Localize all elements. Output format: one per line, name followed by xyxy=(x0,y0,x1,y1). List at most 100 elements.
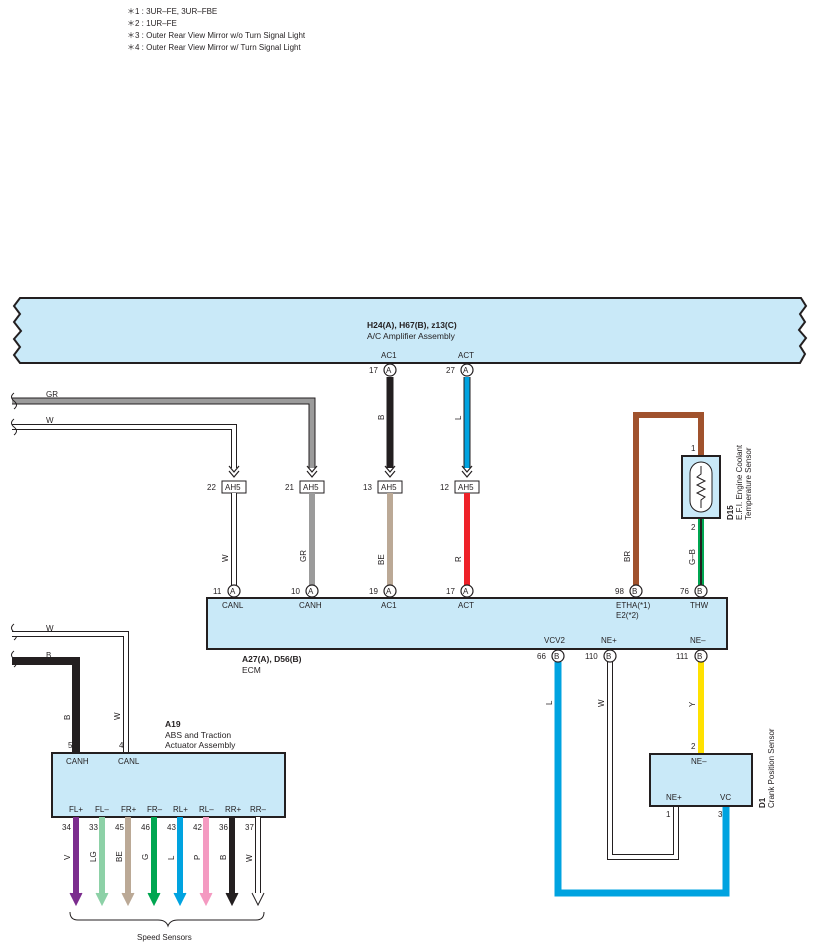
svg-text:A: A xyxy=(308,587,314,596)
ecm-label-ne-minus: NE– xyxy=(690,636,706,645)
wire-label-vcv2-l: L xyxy=(545,700,554,705)
ecm-label-ac1: AC1 xyxy=(381,601,397,610)
ah5-label: AH5 xyxy=(458,483,474,492)
ah5-pin-num: 13 xyxy=(363,483,372,492)
crank-sensor-box xyxy=(649,753,753,807)
wire-label-canl-w: W xyxy=(221,554,230,562)
note-4: ＊4 : Outer Rear View Mirror w/ Turn Sign… xyxy=(127,43,301,52)
svg-text:A: A xyxy=(386,587,392,596)
chevron-icon xyxy=(228,465,240,478)
svg-text:B: B xyxy=(697,652,702,661)
speed-sensors-caption: Speed Sensors xyxy=(137,933,192,942)
ah5-pin-num: 21 xyxy=(285,483,294,492)
ecm-label-ne-plus: NE+ xyxy=(601,636,617,645)
ah5-label: AH5 xyxy=(303,483,319,492)
svg-text:A: A xyxy=(230,587,236,596)
svg-text:76: 76 xyxy=(680,587,689,596)
svg-text:B: B xyxy=(554,652,559,661)
crank-sensor-name: Crank Position Sensor xyxy=(767,728,776,808)
ecm-label-etha: ETHA(*1) xyxy=(616,601,651,610)
wire-l-vcv2 xyxy=(554,662,730,897)
svg-text:A: A xyxy=(386,366,392,375)
abs-pin-num: 43 xyxy=(167,823,176,832)
wire-br-etha xyxy=(633,412,704,585)
wire-label-ne-plus-w: W xyxy=(597,699,606,707)
abs-pin-num: 5 xyxy=(68,741,73,750)
wire-b-rr-plus xyxy=(225,817,239,907)
svg-text:110: 110 xyxy=(585,652,598,661)
ac-amp-code: H24(A), H67(B), z13(C) xyxy=(367,320,457,330)
chevron-icon xyxy=(306,465,318,478)
abs-pin-num: 4 xyxy=(119,741,124,750)
wire-label-canh-b: B xyxy=(63,715,72,720)
ac-amp-name: A/C Amplifier Assembly xyxy=(367,331,456,341)
svg-text:27: 27 xyxy=(446,366,455,375)
svg-text:17: 17 xyxy=(446,587,455,596)
wire-label-act-l: L xyxy=(454,415,463,420)
svg-text:B: B xyxy=(697,587,702,596)
ecm-pin-ne-minus: B 111 xyxy=(676,649,708,663)
ecm-name: ECM xyxy=(242,665,261,675)
abs-actuator-box xyxy=(51,752,286,818)
wire-label-etha-br: BR xyxy=(623,551,632,562)
wire-label-p: P xyxy=(193,855,202,860)
ecm-pin-ne-plus: B 110 xyxy=(585,649,617,663)
note-3: ＊3 : Outer Rear View Mirror w/o Turn Sig… xyxy=(127,31,306,40)
wire-label-thw-gb: G–B xyxy=(688,549,697,565)
wire-w-canl xyxy=(12,424,237,468)
abs-label-rr-minus: RR– xyxy=(250,805,267,814)
ah5-pin-num: 22 xyxy=(207,483,216,492)
wire-label-gr: GR xyxy=(46,390,58,399)
wire-label-abs-b: B xyxy=(46,651,51,660)
svg-text:17: 17 xyxy=(369,366,378,375)
wire-l-rl-plus xyxy=(173,817,187,907)
ac-amp-pin-ac1: A 17 xyxy=(369,363,397,377)
wire-label-b: B xyxy=(219,855,228,860)
crank-label-ne-minus: NE– xyxy=(691,757,707,766)
note-2: ＊2 : 1UR–FE xyxy=(127,19,177,28)
wire-label-g: G xyxy=(141,854,150,860)
ecm-pin-vcv2: B 66 xyxy=(537,649,565,663)
ecm-pin-ac1: A 19 xyxy=(369,584,397,598)
abs-label-rl-minus: RL– xyxy=(199,805,214,814)
chevron-icon xyxy=(384,465,396,478)
svg-text:98: 98 xyxy=(615,587,624,596)
svg-text:111: 111 xyxy=(676,652,689,661)
ecm-label-vcv2: VCV2 xyxy=(544,636,565,645)
ah5-label: AH5 xyxy=(381,483,397,492)
ah5-label: AH5 xyxy=(225,483,241,492)
wire-label-ac1-b: B xyxy=(377,415,386,420)
abs-code: A19 xyxy=(165,719,181,729)
wire-label-canh-gr: GR xyxy=(299,550,308,562)
wire-label-act-r: R xyxy=(454,556,463,562)
wire-g-fr-minus xyxy=(147,817,161,907)
abs-label-canl: CANL xyxy=(118,757,140,766)
ecm-label-act: ACT xyxy=(458,601,474,610)
ecm-code: A27(A), D56(B) xyxy=(242,654,302,664)
ecm-label-e2: E2(*2) xyxy=(616,611,639,620)
coolant-pin-2: 2 xyxy=(691,523,696,532)
wire-w-ne-plus xyxy=(607,662,679,860)
crank-pin-1: 1 xyxy=(666,810,671,819)
ac-amp-pin-label-ac1: AC1 xyxy=(381,351,397,360)
crank-label-ne-plus: NE+ xyxy=(666,793,682,802)
abs-label-canh: CANH xyxy=(66,757,89,766)
abs-name-1: ABS and Traction xyxy=(165,730,231,740)
abs-pin-num: 33 xyxy=(89,823,98,832)
wire-label-canl-w2: W xyxy=(113,712,122,720)
speed-sensor-brace xyxy=(69,911,265,928)
svg-text:B: B xyxy=(606,652,611,661)
ecm-pin-thw: B 76 xyxy=(680,584,708,598)
wire-label-ac1-be: BE xyxy=(377,554,386,565)
abs-pin-num: 34 xyxy=(62,823,71,832)
wire-label-w: W xyxy=(245,854,254,862)
svg-text:B: B xyxy=(632,587,637,596)
wire-b-abs-canh xyxy=(12,657,80,753)
abs-label-rl-plus: RL+ xyxy=(173,805,188,814)
note-1: ＊1 : 3UR–FE, 3UR–FBE xyxy=(127,7,218,16)
wire-gr-canh xyxy=(12,397,316,468)
wire-label-ne-minus-y: Y xyxy=(688,701,697,707)
abs-pin-num: 42 xyxy=(193,823,202,832)
ac-amp-pin-act: A 27 xyxy=(446,363,474,377)
